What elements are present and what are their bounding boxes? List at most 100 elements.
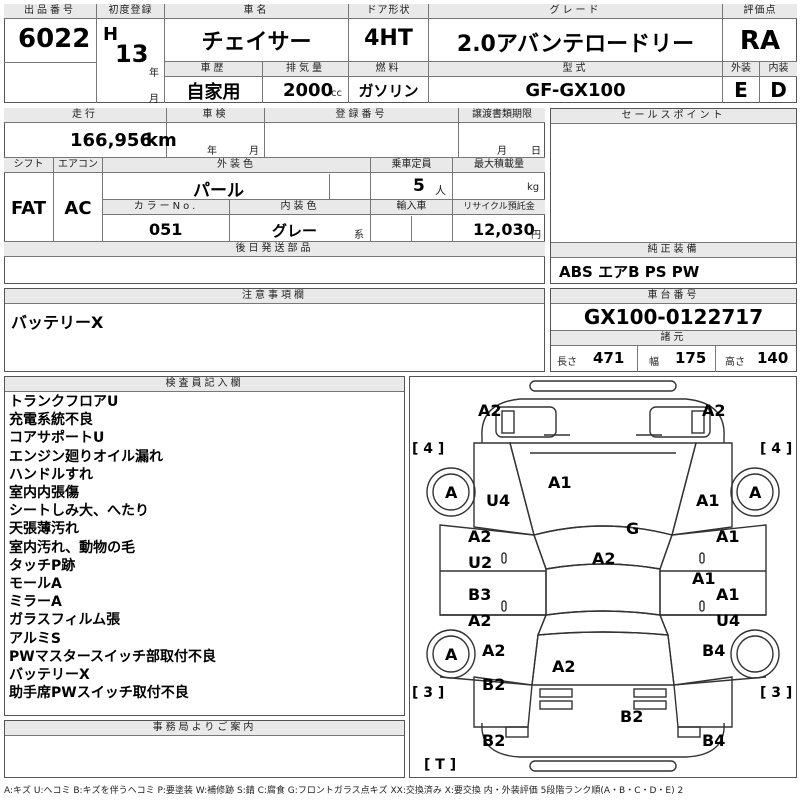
later-parts-cell: 後日発送部品 [4, 242, 545, 284]
note-line: トランクフロアU [9, 394, 119, 410]
mark-rear-left-corner: B2 [482, 731, 506, 750]
exterior-grade: E [734, 78, 748, 102]
color-no-label: カラーNo. [103, 200, 229, 215]
note-line: ハンドルすれ [9, 466, 93, 483]
mark-left-rear-wheel: A [445, 645, 458, 664]
score-cell: 評価点 RA [723, 4, 797, 62]
score: RA [739, 26, 781, 56]
interior-cell: 内装 D [760, 62, 797, 103]
exterior-color: パール [193, 181, 244, 201]
lot-number-label: 出品番号 [4, 4, 96, 19]
note-line: 室内内張傷 [9, 485, 79, 502]
max-load-unit: kg [527, 182, 540, 193]
width: 175 [675, 349, 707, 367]
mark-right-front-tire-count: [ 4 ] [760, 441, 793, 457]
note-line: バッテリーX [9, 667, 90, 684]
sales-points-box: セールスポイント 純正装備 ABS エアB PS PW [550, 108, 797, 284]
interior-label: 内装 [760, 62, 797, 77]
mark-front-left-corner: A2 [478, 401, 502, 420]
interior-color-cell: 内装色 グレー 系 [230, 200, 371, 242]
ac-label: エアコン [54, 158, 102, 173]
inspector-box: 検査員記入欄 トランクフロアU 充電系統不良 コアサポートU エンジン廻りオイル… [4, 376, 405, 716]
displacement-unit: cc [331, 88, 342, 99]
registration-cell: 登録番号 [265, 108, 459, 158]
capacity: 5 [413, 176, 425, 196]
note-line: ガラスフィルム張 [9, 612, 121, 629]
genuine-equipment: ABS エアB PS PW [559, 263, 700, 281]
mark-right-rear-tire-count: [ 3 ] [760, 685, 793, 701]
interior-color-label: 内装色 [230, 200, 370, 215]
chassis-number: GX100-0122717 [583, 305, 764, 329]
model-cell: 型式 GF-GX100 [429, 62, 723, 103]
shift: FAT [10, 198, 47, 219]
note-line: アルミS [9, 630, 61, 647]
note-line: 室内汚れ、動物の毛 [9, 539, 136, 556]
interior-grade: D [770, 78, 787, 102]
mark-right-rear-quarter: B4 [702, 641, 726, 660]
length-label: 長さ [557, 357, 577, 368]
mark-trunk: A2 [552, 657, 576, 676]
color-no: 051 [149, 220, 183, 239]
registration-label: 登録番号 [265, 108, 458, 123]
import-cell: 輸入車 [371, 200, 453, 242]
door-label: ドア形状 [349, 4, 428, 19]
exterior-color-label: 外装色 [103, 158, 370, 173]
note-line: モールA [9, 576, 62, 593]
score-label: 評価点 [723, 4, 797, 19]
mark-front-right-corner: A2 [702, 401, 726, 420]
mark-left-rear-lower: B2 [482, 675, 506, 694]
transfer-month-unit: 月 [497, 146, 507, 157]
length: 471 [593, 349, 625, 367]
genuine-equipment-label: 純正装備 [551, 242, 796, 258]
capacity-unit: 人 [435, 184, 446, 197]
mark-rear-center: B2 [620, 707, 644, 726]
mark-roof: A2 [592, 549, 616, 568]
capacity-label: 乗車定員 [371, 158, 452, 173]
sales-points-label: セールスポイント [551, 109, 796, 124]
color-no-cell: カラーNo. 051 [103, 200, 230, 242]
fuel: ガソリン [358, 82, 419, 100]
transfer-deadline-label: 譲渡書類期限 [459, 108, 545, 123]
mileage-unit: km [146, 130, 177, 151]
interior-color: グレー [272, 222, 318, 240]
capacity-cell: 乗車定員 5 人 [371, 158, 453, 200]
lot-number: 6022 [18, 24, 91, 54]
recycle-cell: リサイクル預託金 12,030 円 [453, 200, 545, 242]
chassis-box: 車台番号 GX100-0122717 諸元 長さ 471 幅 175 高さ 14… [550, 288, 797, 372]
car-name-cell: 車名 チェイサー [165, 4, 349, 62]
inspection-cell: 車検 年 月 [167, 108, 265, 158]
exterior-cell: 外装 E [723, 62, 760, 103]
transfer-day-unit: 日 [531, 146, 541, 157]
first-registration-label: 初度登録 [97, 4, 164, 19]
mark-left-rear-door-2: A2 [468, 611, 492, 630]
grade-label: グレード [429, 4, 722, 19]
max-load-cell: 最大積載量 kg [453, 158, 545, 200]
grade: 2.0アバンテロードリー [456, 32, 695, 57]
door: 4HT [364, 26, 413, 51]
door-cell: ドア形状 4HT [349, 4, 429, 62]
chassis-label: 車台番号 [551, 289, 796, 304]
note-line: ミラーA [9, 594, 62, 611]
legend: A:キズ U:ヘコミ B:キズを伴うヘコミ P:要塗装 W:補修跡 S:錆 C:… [4, 786, 684, 796]
mark-right-front-wheel: A [749, 483, 762, 502]
mileage-cell: 走行 166,956 km [4, 108, 177, 158]
mark-hood: A1 [548, 473, 572, 492]
office-box: 事務局よりご案内 [4, 720, 405, 778]
shift-label: シフト [4, 158, 53, 173]
height: 140 [757, 349, 789, 367]
mark-left-rear-quarter: A2 [482, 641, 506, 660]
displacement: 2000 [283, 80, 334, 101]
mark-roof-glass: G [626, 519, 640, 538]
car-name: チェイサー [201, 30, 312, 55]
model: GF-GX100 [525, 80, 626, 101]
fuel-cell: 燃料 ガソリン [349, 62, 429, 103]
mark-left-rear-door-1: B3 [468, 585, 492, 604]
note-line: PWマスタースイッチ部取付不良 [9, 648, 217, 665]
ac-cell: エアコン AC [54, 158, 103, 242]
mark-left-front-door-2: U2 [468, 553, 493, 572]
exterior-label: 外装 [723, 62, 759, 77]
displacement-label: 排気量 [263, 62, 348, 77]
import-label: 輸入車 [371, 200, 452, 215]
notices-label: 注意事項欄 [5, 289, 544, 304]
model-label: 型式 [429, 62, 722, 77]
